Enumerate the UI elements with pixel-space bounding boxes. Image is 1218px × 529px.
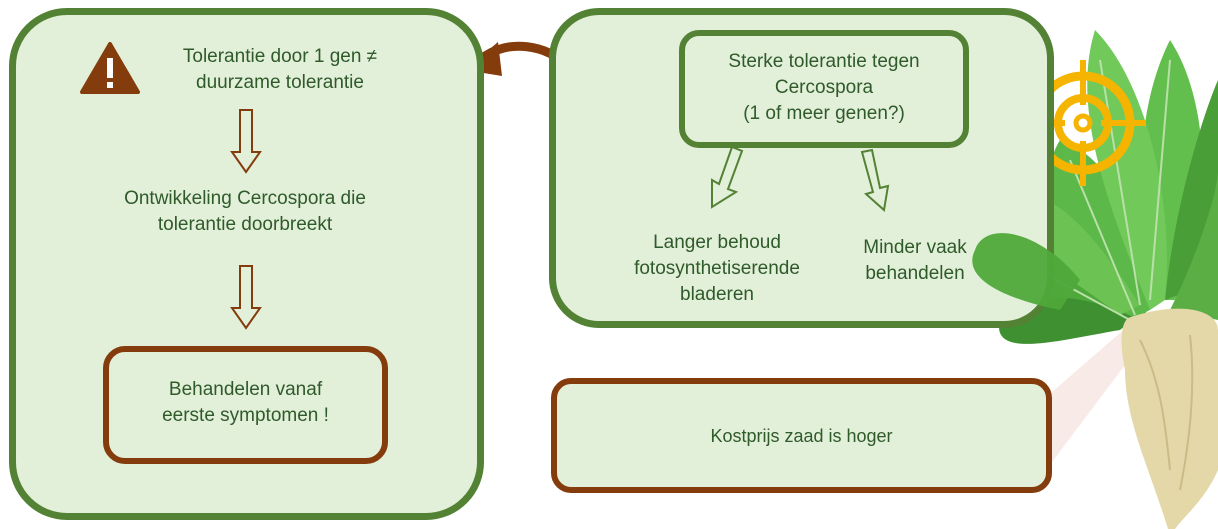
benefit-right-text: Minder vaak behandelen: [863, 237, 967, 284]
down-arrow-icon: [711, 145, 744, 209]
down-arrow-icon: [860, 148, 890, 212]
action-box: [103, 346, 388, 464]
tolerance-box: [679, 30, 969, 148]
sugar-beet-leaves: [990, 30, 1218, 344]
development-text: Ontwikkeling Cercospora die tolerantie d…: [124, 188, 366, 235]
benefit-left-text: Langer behoud fotosynthetiserende blader…: [634, 232, 800, 305]
down-arrow-icon: [230, 109, 262, 174]
cost-text: Kostprijs zaad is hoger: [710, 426, 893, 446]
cost-box: [551, 378, 1052, 493]
down-arrow-icon: [230, 265, 262, 330]
warning-icon: [80, 42, 140, 94]
highlight-cone: [1052, 326, 1140, 462]
warning-text: Tolerantie door 1 gen ≠ duurzame toleran…: [182, 46, 378, 93]
sugar-beet-root: [1121, 308, 1218, 529]
action-text: Behandelen vanaf eerste symptomen !: [162, 379, 329, 426]
tolerance-text: Sterke tolerantie tegen Cercospora (1 of…: [728, 51, 920, 124]
